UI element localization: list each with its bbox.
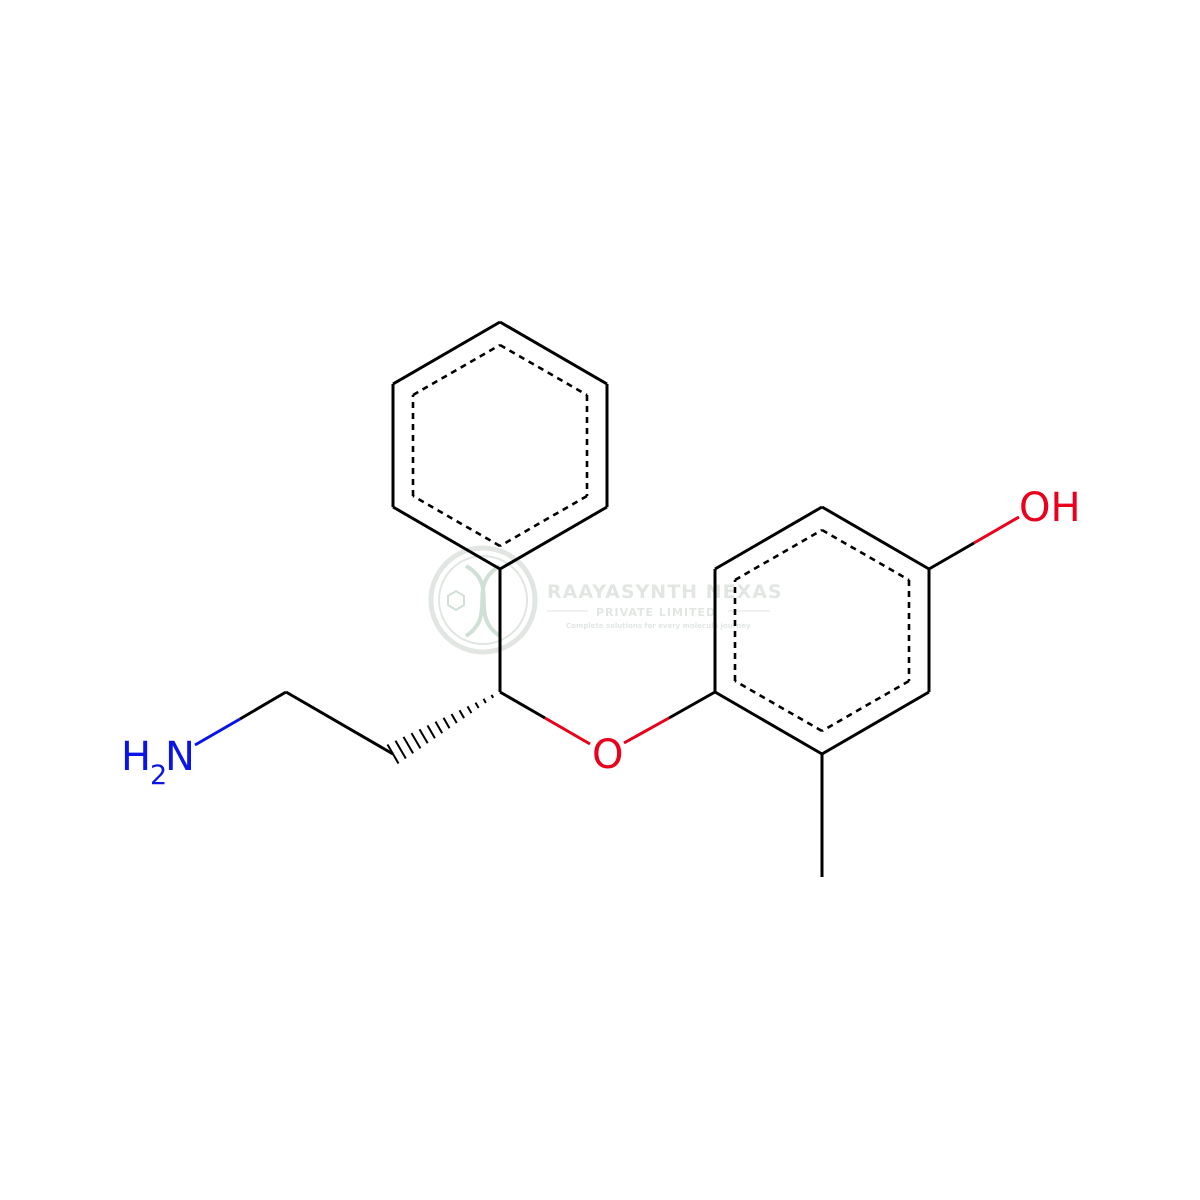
hashed-wedge-segment [402,736,414,754]
hashed-wedge-segment [474,702,480,709]
bond-chiral-oxygen-red [544,716,591,746]
watermark-subtitle: PRIVATE LIMITED [596,606,716,619]
atom-label-amine-subscript: 2 [150,760,167,791]
hashed-wedge-segment [442,717,451,729]
hashed-wedge-segment [458,709,465,719]
hashed-wedge-segment [434,721,444,734]
bond-oxygen-ring-black [668,690,716,720]
hashed-wedge-segment [482,698,487,704]
watermark-logo-outer-ring [428,545,538,655]
bond-ch2-n-black [239,690,287,721]
hashed-wedge-segment [466,705,473,714]
bond-ring-hydroxyl-black [928,541,975,571]
hashed-wedge-segment [490,694,495,699]
bond-chiral-oxygen-black [499,690,546,720]
atom-label-amine-h: H [121,734,151,780]
bond-ch2-n-blue [194,717,241,747]
watermark-dna-helix-icon [464,564,502,638]
watermark-hexagon-icon [447,589,465,612]
hashed-wedge-segment [410,732,422,749]
watermark-tagline: Complete solutions for every molecule jo… [566,622,751,630]
watermark-title: RAAYASYNTH NEXAS [547,581,783,603]
phenyl-ring [391,320,609,571]
hashed-wedge-segment [450,713,458,724]
hashed-wedge-segment [426,724,436,739]
atom-label-hydroxyl: OH [1019,485,1081,531]
bond-oxygen-ring-red [623,716,670,745]
hashed-wedge-segment [394,740,407,760]
atom-label-amine-n: N [165,734,195,780]
hashed-wedge-segment [418,728,429,744]
atom-label-ether-oxygen: O [592,732,623,778]
bond-ring-hydroxyl-red [973,515,1020,545]
bond-ch2-ch2 [285,690,394,756]
watermark: RAAYASYNTH NEXAS PRIVATE LIMITED Complet… [428,545,783,655]
hashed-wedge-bond [386,694,495,765]
phenol-ring [713,505,931,756]
watermark-logo-inner-ring [438,555,528,645]
